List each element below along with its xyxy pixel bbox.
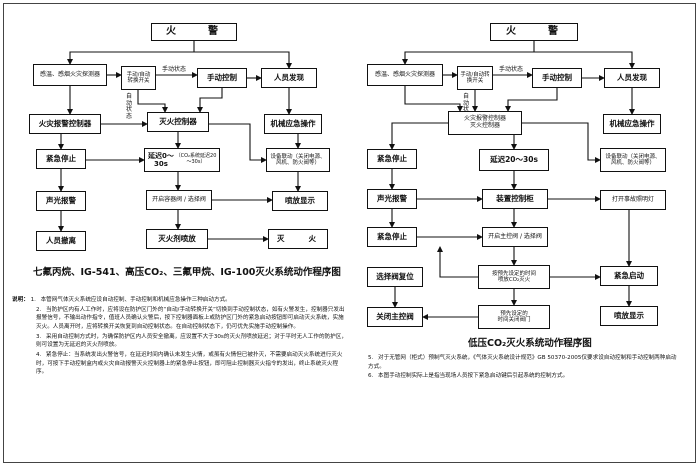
note-item: 6. 本图手动控制实际上是指当现场人员按下紧急启动键后引起系统的控制方式。 <box>368 372 680 381</box>
right-device-control-cabinet-box: 装置控制柜 <box>482 189 548 209</box>
right-selector-reset-box: 选择阀复位 <box>367 267 423 287</box>
notes-right: 5.对于无管网（柜式）预制气灭火系统，《气体灭火系统设计规范》GB 50370-… <box>368 354 680 382</box>
right-equipment-link-line1: 设备联动（关闭电源、 <box>605 153 661 160</box>
right-diagram-title: 低压CO₂灭火系统动作程序图 <box>468 338 592 349</box>
note-text: 本管网气体灭火系统应设自动控制、手动控制和机械应急操作三种启动方式。 <box>40 297 231 303</box>
left-fire-alarm-controller-box: 火灾报警控制器 <box>29 114 101 134</box>
left-delay-line1: 延迟0～30s <box>148 151 174 168</box>
right-controller-line1: 火灾报警控制器 <box>463 115 506 123</box>
left-sound-light-alarm-box: 声光报警 <box>36 191 86 211</box>
left-delay-line2: （CO₂系统延迟20～30s） <box>175 153 217 165</box>
right-set-time-close-line2: 时间关闭阀门 <box>497 317 531 323</box>
right-delay-box: 延迟20～30s <box>479 149 549 171</box>
notes-left: 说明： 1. 本管网气体灭火系统应设自动控制、手动控制和机械应急操作三种启动方式。… <box>12 296 348 378</box>
left-emergency-stop-box: 紧急停止 <box>36 149 86 169</box>
left-extinguish-controller-box: 灭火控制器 <box>147 112 209 132</box>
note-text: 对于无管网（柜式）预制气灭火系统，《气体灭火系统设计规范》GB 50370-20… <box>368 355 677 370</box>
note-text: 本图手动控制实际上是指当现场人员按下紧急启动键后引起系统的控制方式。 <box>378 373 569 380</box>
left-auto-state-label: 自动状态 <box>126 93 133 120</box>
note-number: 1. <box>30 297 36 303</box>
right-emergency-stop-box: 紧急停止 <box>367 149 417 169</box>
note-item: 4.紧急停止：当系统发出火警信号，在延迟时间内确认未发生火情，或虽有火情但已被扑… <box>12 351 348 377</box>
right-manual-state-label: 手动状态 <box>499 66 524 73</box>
right-emergency-start-box: 紧急启动 <box>600 266 658 286</box>
right-open-main-valve-box: 开启主控阀 / 选择阀 <box>482 227 548 247</box>
right-controller-box: 火灾报警控制器 灭火控制器 <box>448 111 522 135</box>
left-delay-box: 延迟0～30s （CO₂系统延迟20～30s） <box>144 148 220 172</box>
left-spray-display-box: 喷放显示 <box>272 191 328 211</box>
note-number: 2. <box>36 306 42 313</box>
left-diagram-title: 七氟丙烷、IG-541、高压CO₂、三氟甲烷、IG-100灭火系统动作程序图 <box>33 267 341 278</box>
note-number: 3. <box>36 333 42 340</box>
right-close-main-valve-box: 关闭主控阀 <box>367 307 423 327</box>
right-open-lighting-box: 打开事故照明灯 <box>600 190 666 210</box>
note-item: 3.采用自动控制方式时，为确保防护区内人员安全撤离，应设置不大于30s的灭火剂喷… <box>12 333 348 350</box>
right-person-found-box: 人员发现 <box>604 68 660 88</box>
note-item: 2.当防护区内有人工作时，应将设在防护区门外的“自动/手动转换开关”切换到手动控… <box>12 306 348 332</box>
right-equipment-link-line2: 风机、防火阀等） <box>610 160 655 166</box>
note-number: 5. <box>368 355 374 361</box>
right-sound-light-alarm-box: 声光报警 <box>367 189 417 209</box>
right-spray-by-time-line1: 按预先设定的时间 <box>491 270 536 277</box>
left-manual-control-box: 手动控制 <box>197 68 247 88</box>
right-mechanical-emergency-box: 机械应急操作 <box>603 114 661 134</box>
note-number: 6. <box>368 373 374 380</box>
left-fire-alarm-box: 火 警 <box>151 23 237 41</box>
diagram-frame <box>3 3 696 463</box>
left-evacuation-box: 人员撤离 <box>36 231 86 251</box>
note-text: 紧急停止：当系统发出火警信号，在延迟时间内确认未发生火情，或虽有火情但已被扑灭，… <box>36 351 343 376</box>
left-person-found-box: 人员发现 <box>261 68 317 88</box>
right-set-time-close-box: 预先设定的 时间关闭阀门 <box>478 305 550 329</box>
right-equipment-link-box: 设备联动（关闭电源、 风机、防火阀等） <box>600 148 666 172</box>
right-set-time-close-line1: 预先设定的 <box>500 310 528 317</box>
note-text: 采用自动控制方式时，为确保防护区内人员安全撤离，应设置不大于30s的灭火剂喷放延… <box>36 333 347 349</box>
right-manual-control-box: 手动控制 <box>532 68 582 88</box>
left-equipment-link-box: 设备联动（关闭电源、 风机、防火阀等） <box>266 148 330 172</box>
note-text: 当防护区内有人工作时，应将设在防护区门外的“自动/手动转换开关”切换到手动控制状… <box>36 306 345 330</box>
note-item: 说明： 1. 本管网气体灭火系统应设自动控制、手动控制和机械应急操作三种启动方式。 <box>12 296 348 305</box>
right-spray-by-time-box: 按预先设定的时间 喷放CO₂灭火 <box>478 265 550 289</box>
right-emergency-stop2-box: 紧急停止 <box>367 227 417 247</box>
right-spray-by-time-line2: 喷放CO₂灭火 <box>497 277 531 283</box>
left-equipment-link-line1: 设备联动（关闭电源、 <box>270 153 326 160</box>
right-detector-box: 感温、感烟火灾探测器 <box>367 64 443 86</box>
notes-label: 说明： <box>12 297 29 303</box>
left-agent-spray-box: 灭火剂喷放 <box>146 229 208 249</box>
note-number: 4. <box>36 351 42 358</box>
left-mechanical-emergency-box: 机械应急操作 <box>264 114 322 134</box>
left-open-valve-box: 开启容器阀 / 选择阀 <box>146 190 212 210</box>
left-switch-box: 手动/自动转换开关 <box>121 66 156 90</box>
right-controller-line2: 灭火控制器 <box>469 122 500 129</box>
left-detector-box: 感温、感烟火灾探测器 <box>33 64 107 86</box>
left-manual-state-label: 手动状态 <box>162 66 187 73</box>
note-item: 5.对于无管网（柜式）预制气灭火系统，《气体灭火系统设计规范》GB 50370-… <box>368 354 680 371</box>
left-extinguish-box: 灭 火 <box>268 229 328 249</box>
left-equipment-link-line2: 风机、防火阀等） <box>275 160 320 166</box>
right-switch-box: 手动/自动转换开关 <box>457 66 493 90</box>
right-spray-display-box: 喷放显示 <box>600 306 658 326</box>
right-fire-alarm-box: 火 警 <box>490 23 578 41</box>
